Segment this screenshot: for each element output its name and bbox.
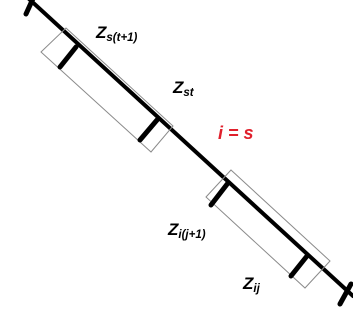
end-tick-bottom <box>337 281 353 307</box>
label-z-ij: Zij <box>243 275 260 296</box>
label-z-st: Zst <box>173 79 194 100</box>
label-z-i-j-plus-1-sub: i(j+1) <box>178 229 206 241</box>
tick-z-s-t-plus-1 <box>57 44 79 70</box>
main-line <box>27 0 353 298</box>
end-tick-top <box>23 0 36 17</box>
element-box-upper <box>40 27 174 153</box>
tick-z-st <box>137 117 160 143</box>
label-z-ij-main: Z <box>243 274 254 293</box>
element-box-lower <box>205 169 331 289</box>
label-z-s-t-plus-1-main: Z <box>96 23 107 42</box>
label-z-st-main: Z <box>173 78 184 97</box>
label-z-s-t-plus-1-sub: s(t+1) <box>106 32 138 44</box>
label-z-ij-sub: ij <box>253 283 260 295</box>
tick-z-ij <box>288 253 310 279</box>
label-z-i-j-plus-1: Zi(j+1) <box>168 221 206 242</box>
label-z-st-sub: st <box>183 87 194 99</box>
label-z-i-j-plus-1-main: Z <box>168 220 179 239</box>
label-z-s-t-plus-1: Zs(t+1) <box>96 24 137 45</box>
label-condition: i = s <box>218 123 254 143</box>
tick-z-i-j-plus-1 <box>208 180 231 208</box>
